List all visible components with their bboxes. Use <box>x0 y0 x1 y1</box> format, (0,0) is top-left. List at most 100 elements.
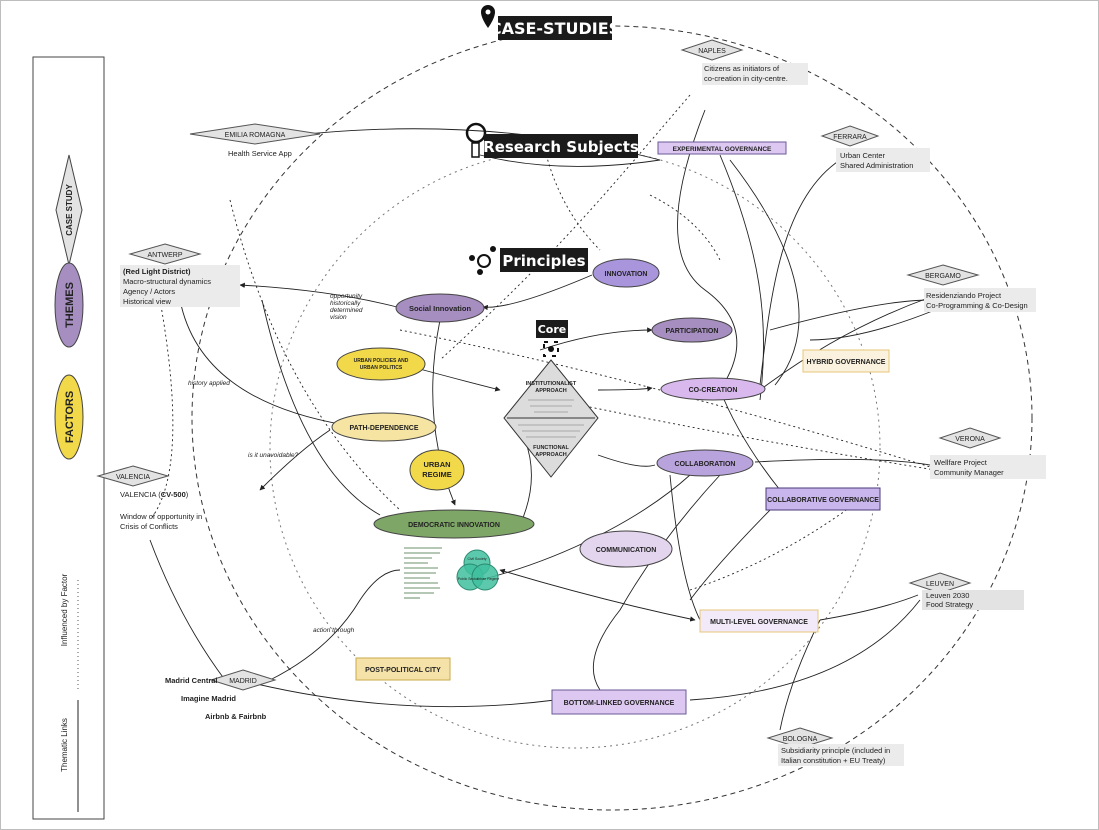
leuven-line2: Food Strategy <box>926 600 973 609</box>
verona-line1: Wellfare Project <box>934 458 988 467</box>
naples-note-bg <box>702 63 808 85</box>
link-line <box>519 439 532 526</box>
bergamo-label: BERGAMO <box>925 273 961 280</box>
institutionalist-label-2: APPROACH <box>535 388 567 394</box>
case-studies-header: CASE-STUDIES <box>481 5 620 40</box>
case-ferrara: FERRARA Urban Center Shared Administrati… <box>820 125 930 172</box>
case-madrid: MADRID Madrid Central Imagine Madrid Air… <box>165 669 277 721</box>
madrid-line1: Madrid Central <box>165 676 218 685</box>
antwerp-label: ANTWERP <box>148 252 183 259</box>
location-pin-dot <box>485 9 491 15</box>
theme-co-creation: CO-CREATION <box>660 377 766 401</box>
collaborative-label: COLLABORATIVE GOVERNANCE <box>767 497 879 504</box>
democratic-innovation-ellipse <box>373 509 535 539</box>
annotation-history-applied: history applied <box>188 380 230 387</box>
hybrid-label: HYBRID GOVERNANCE <box>807 359 886 366</box>
venn-left-label: Public Sector <box>458 577 479 581</box>
case-studies-bg <box>498 16 612 40</box>
link-line <box>178 299 346 426</box>
case-antwerp: ANTWERP (Red Light District) Macro-struc… <box>120 243 240 307</box>
bergamo-note-bg <box>924 288 1036 312</box>
theme-participation: PARTICIPATION <box>651 317 733 343</box>
magnifier-icon <box>465 122 487 144</box>
subject-collaborative: COLLABORATIVE GOVERNANCE <box>765 487 881 511</box>
link-line <box>719 154 765 401</box>
annotation-historically: historically <box>330 300 361 307</box>
bologna-line2: Italian constitution + EU Treaty) <box>781 756 886 765</box>
verona-label: VERONA <box>955 436 985 443</box>
subject-multi-level: MULTI-LEVEL GOVERNANCE <box>699 609 819 633</box>
venn-circle-right <box>471 563 499 591</box>
collaboration-ellipse <box>656 449 754 477</box>
network-icon-node <box>490 246 496 252</box>
urban-policies-ellipse <box>336 347 426 381</box>
link-line <box>597 386 653 392</box>
link-line <box>482 274 593 311</box>
inner-ring <box>269 147 881 749</box>
theme-collaboration: COLLABORATION <box>656 449 754 477</box>
path-dependence-label: PATH-DEPENDENCE <box>350 425 419 432</box>
link-line <box>669 474 701 621</box>
theme-democratic-innovation: DEMOCRATIC INNOVATION <box>373 509 535 539</box>
link-line <box>809 309 936 341</box>
legend-thematic-label: Thematic Links <box>60 718 69 772</box>
antwerp-diamond <box>128 243 202 265</box>
naples-line2: co-creation in city-centre. <box>704 74 788 83</box>
link-line <box>439 94 691 361</box>
link-line <box>729 159 800 386</box>
factor-urban-policies: URBAN POLICIES AND URBAN POLITICS <box>336 347 426 381</box>
principles-header: Principles <box>469 246 588 275</box>
antwerp-line3: Agency / Actors <box>123 287 175 296</box>
valencia-line2: Window of opportunity in <box>120 512 202 521</box>
link-line <box>597 454 656 467</box>
link-line <box>759 159 841 386</box>
case-naples: NAPLES Citizens as initiators of co-crea… <box>680 39 808 85</box>
ferrara-line1: Urban Center <box>840 151 886 160</box>
emilia-diamond <box>189 123 321 145</box>
link-line <box>399 329 941 471</box>
experimental-label: EXPERIMENTAL GOVERNANCE <box>673 146 772 153</box>
link-line <box>649 194 721 261</box>
network-icon-node <box>469 255 475 261</box>
subject-experimental: EXPERIMENTAL GOVERNANCE <box>657 141 787 155</box>
link-line <box>239 282 398 308</box>
bottom-linked-box <box>551 689 687 715</box>
link-line <box>819 594 919 621</box>
leuven-line1: Leuven 2030 <box>926 591 969 600</box>
communication-label: COMMUNICATION <box>596 547 657 554</box>
participation-ellipse <box>651 317 733 343</box>
ferrara-label: FERRARA <box>833 134 867 141</box>
link-line <box>259 429 331 491</box>
link-line <box>499 568 696 622</box>
link-line <box>754 458 936 467</box>
subject-hybrid: HYBRID GOVERNANCE <box>802 349 890 373</box>
urban-policies-label-2: URBAN POLITICS <box>360 365 403 371</box>
bologna-line1: Subsidiarity principle (included in <box>781 746 890 755</box>
urban-regime-ellipse <box>409 449 465 491</box>
valencia-diamond <box>96 465 170 487</box>
link-line <box>239 679 556 708</box>
collaborative-box <box>765 487 881 511</box>
link-line <box>539 327 653 351</box>
valencia-label: VALENCIA <box>116 474 150 481</box>
post-political-label: POST-POLITICAL CITY <box>365 667 441 674</box>
link-line <box>269 569 401 681</box>
link-line <box>719 389 781 491</box>
functional-label-1: FUNCTIONAL <box>533 445 569 451</box>
madrid-diamond <box>209 669 277 691</box>
case-bergamo: BERGAMO Residenziando Project Co-Program… <box>906 264 1036 312</box>
annotations: opportunity historically determined visi… <box>188 293 363 634</box>
core-target-icon <box>543 341 559 357</box>
link-line <box>149 539 226 681</box>
location-pin-icon <box>481 5 495 28</box>
network-icon-node <box>477 269 483 275</box>
legend-factors-ellipse <box>54 374 84 460</box>
magnifier-handle <box>471 142 480 158</box>
legend-themes-ellipse <box>54 262 84 348</box>
case-studies-ring <box>191 25 1033 811</box>
experimental-box <box>657 141 787 155</box>
principles-bg <box>500 248 588 272</box>
core-diamond: INSTITUTIONALIST APPROACH FUNCTIONAL APP… <box>503 359 599 478</box>
emilia-line1: Health Service App <box>228 149 292 158</box>
